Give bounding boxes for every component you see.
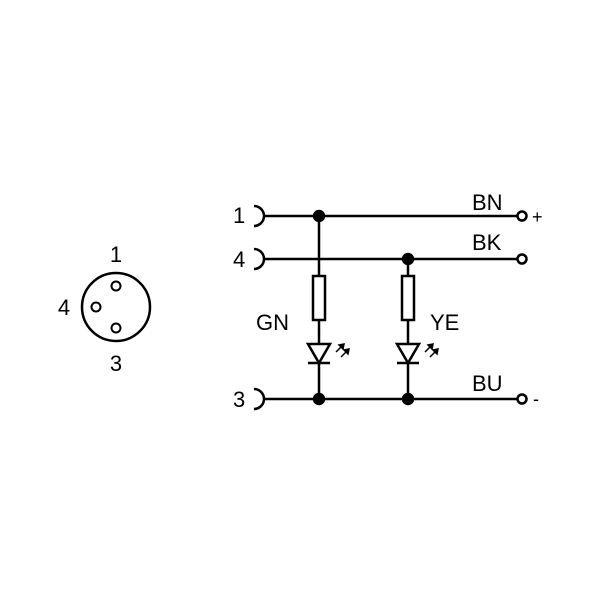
connector-label-4: 4 (58, 295, 70, 320)
junction-dot-bu-yellow (401, 392, 415, 406)
light-emission-icon-yellow (424, 343, 439, 358)
led-label-ye: YE (430, 310, 459, 335)
polarity-minus: - (533, 389, 539, 409)
connector-pin-1 (110, 280, 122, 292)
light-emission-icon-green (335, 343, 350, 358)
resistor-yellow (400, 274, 416, 322)
connector-pin-4 (90, 301, 102, 313)
led-branch-green: GN (256, 216, 350, 399)
led-branch-yellow: YE (394, 259, 459, 399)
socket-arc-3 (253, 387, 266, 411)
resistor-green (311, 274, 327, 322)
led-yellow-symbol (394, 342, 422, 366)
connector-label-1: 1 (110, 242, 122, 267)
input-label-3: 3 (233, 387, 245, 412)
junction-dot-bn (312, 209, 326, 223)
socket-arc-4 (253, 247, 266, 271)
led-label-gn: GN (256, 310, 289, 335)
terminal-bu (516, 393, 528, 405)
junction-dot-bu-green (312, 392, 326, 406)
wire-label-bn: BN (472, 190, 503, 215)
led-green-symbol (305, 342, 333, 366)
connector-face: 1 4 3 (58, 242, 152, 376)
connector-outline (80, 271, 152, 343)
schematic: 1 4 3 BN BK BU + - (233, 190, 543, 412)
junction-dot-bk (401, 252, 415, 266)
wire-label-bu: BU (472, 371, 503, 396)
connector-pin-3 (110, 322, 122, 334)
wire-label-bk: BK (472, 230, 502, 255)
input-label-4: 4 (233, 247, 245, 272)
terminal-bn (516, 210, 528, 222)
polarity-plus: + (532, 207, 543, 227)
socket-arc-1 (253, 204, 266, 228)
terminal-bk (516, 253, 528, 265)
connector-label-3: 3 (110, 351, 122, 376)
input-label-1: 1 (233, 203, 245, 228)
